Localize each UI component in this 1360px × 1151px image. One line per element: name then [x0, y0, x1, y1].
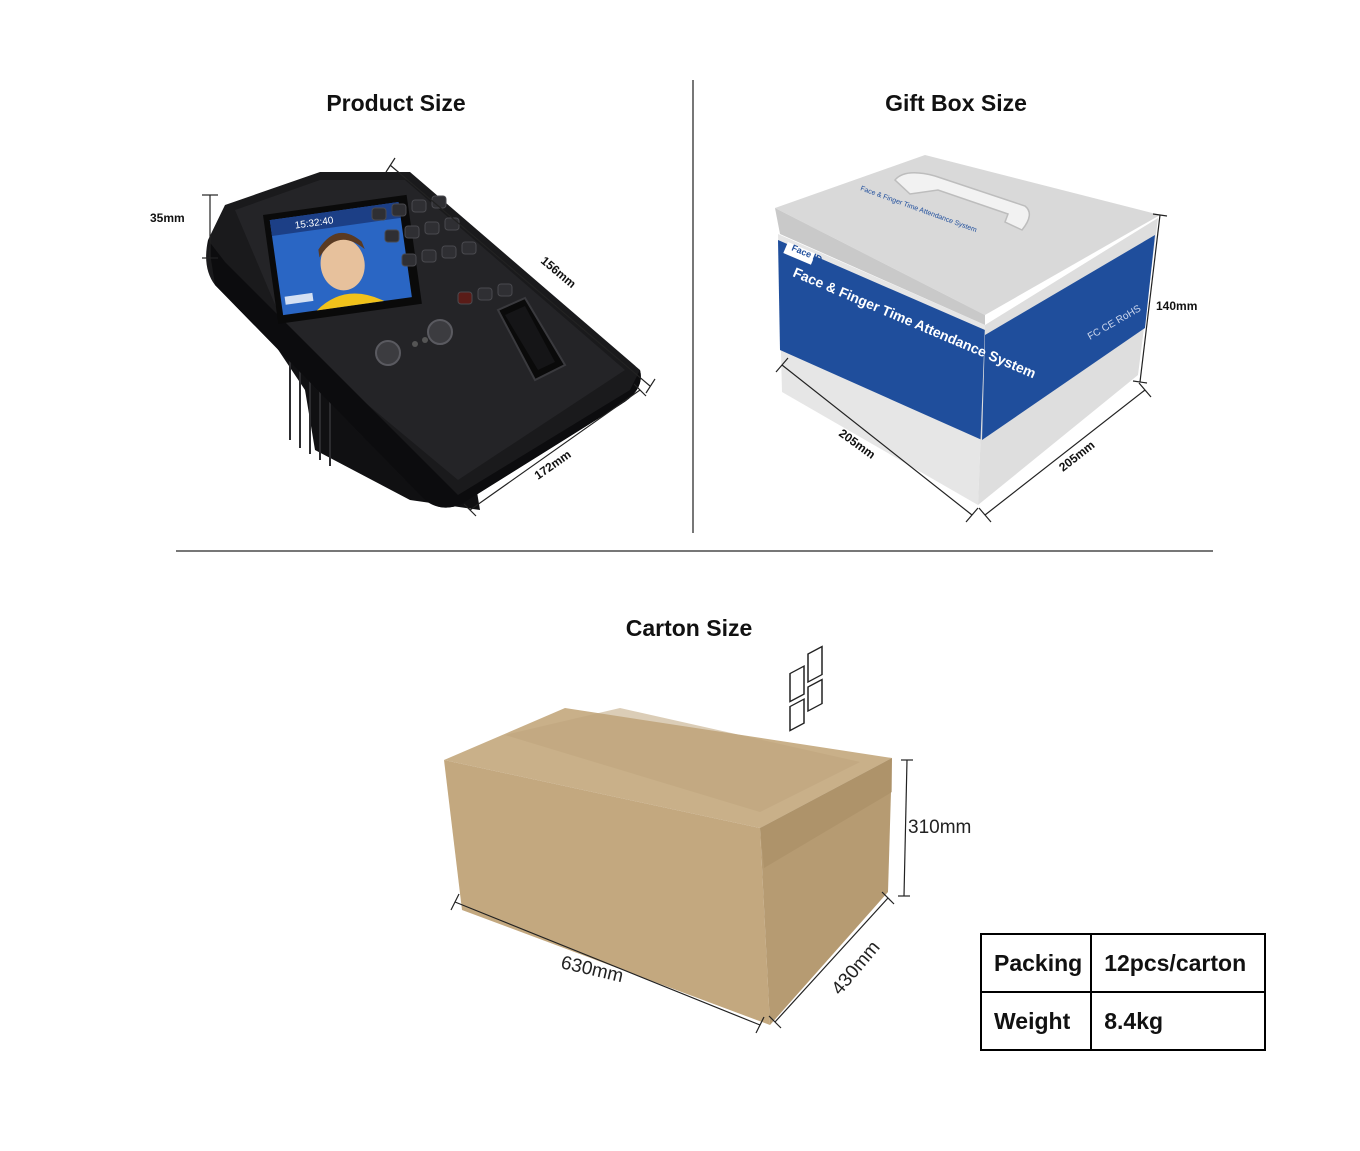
carton-dimension-lines [450, 759, 913, 1034]
carton-tape-top [505, 708, 860, 812]
device-screen: 15:32:40 [263, 194, 422, 324]
product-dimension-lines [202, 157, 656, 517]
gift-box-front-blue [778, 240, 985, 440]
gift-box-right-blue [982, 235, 1155, 440]
carton-size-title: Carton Size [625, 615, 753, 641]
gift-box-dimension-lines [775, 213, 1168, 523]
gift-box-height-label: 140mm [1156, 299, 1197, 313]
table-row: Packing 12pcs/carton [979, 933, 1267, 993]
packing-value: 12pcs/carton [1090, 933, 1267, 993]
device-cameras [375, 319, 453, 366]
carton-handling-symbols [789, 645, 823, 732]
carton-illustration: 310mm 630mm 430mm [444, 645, 971, 1034]
product-size-title: Product Size [326, 90, 466, 116]
table-row: Weight 8.4kg [979, 991, 1267, 1051]
weight-label: Weight [979, 991, 1093, 1051]
gift-box-size-title: Gift Box Size [885, 90, 1027, 116]
gift-box-illustration: Face ID Face & Finger Time Attendance Sy… [775, 155, 1197, 523]
screen-time: 15:32:40 [294, 215, 335, 231]
carton-front [444, 760, 770, 1025]
product-illustration: 15:32:40 35mm 156mm 172mm [150, 157, 656, 517]
carton-tape-side [760, 758, 892, 868]
product-height-label: 35mm [150, 211, 185, 225]
gift-box-top [775, 155, 1160, 315]
horizontal-divider [176, 550, 1213, 552]
weight-value: 8.4kg [1090, 991, 1267, 1051]
product-depth-label: 156mm [538, 254, 579, 291]
packing-label: Packing [979, 933, 1093, 993]
carton-height-label: 310mm [908, 817, 971, 838]
stand-vents [289, 355, 331, 466]
gift-box-handle [893, 172, 1031, 231]
packing-spec-table: Packing 12pcs/carton Weight 8.4kg [979, 933, 1267, 1051]
vertical-divider [692, 80, 694, 533]
